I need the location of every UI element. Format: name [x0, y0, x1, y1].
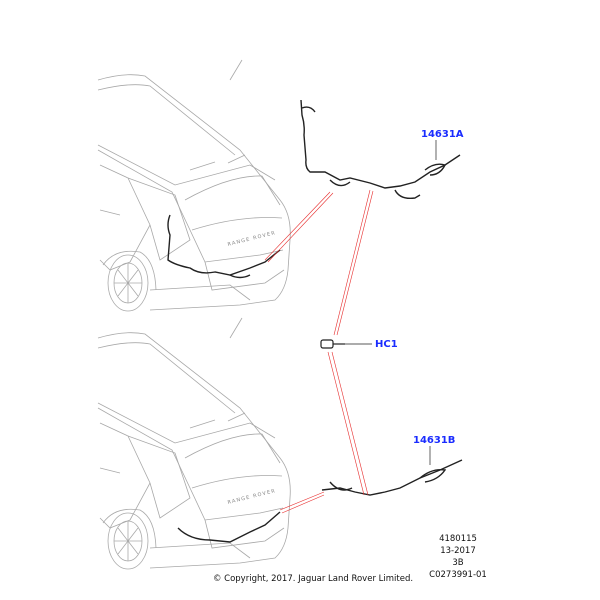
connector-hc1 [320, 339, 345, 349]
leader-lines [264, 189, 374, 514]
drawing-info: 4180115 13-2017 3B C0273991-01 [418, 533, 498, 581]
illustration-id: C0273991-01 [429, 570, 487, 580]
drawing-number: 4180115 [439, 534, 477, 544]
callout-hc1[interactable]: HC1 [375, 339, 398, 350]
car-badge: RANGE ROVER [227, 230, 277, 248]
callout-leaders [345, 140, 437, 465]
callout-14631B[interactable]: 14631B [413, 435, 456, 446]
harness-14631B [321, 459, 463, 496]
harness-on-vehicle-upper [167, 214, 281, 279]
copyright-notice: © Copyright, 2017. Jaguar Land Rover Lim… [212, 574, 414, 584]
harness-14631A [300, 99, 461, 200]
vehicle-outline-upper: RANGE ROVER [97, 59, 291, 312]
drawing-revision: 3B [452, 558, 464, 568]
harness-on-vehicle-lower [177, 511, 281, 543]
callout-14631A[interactable]: 14631A [421, 129, 464, 140]
drawing-date: 13-2017 [440, 546, 476, 556]
car-badge: RANGE ROVER [227, 488, 277, 506]
vehicle-outline-lower: RANGE ROVER [97, 317, 291, 570]
